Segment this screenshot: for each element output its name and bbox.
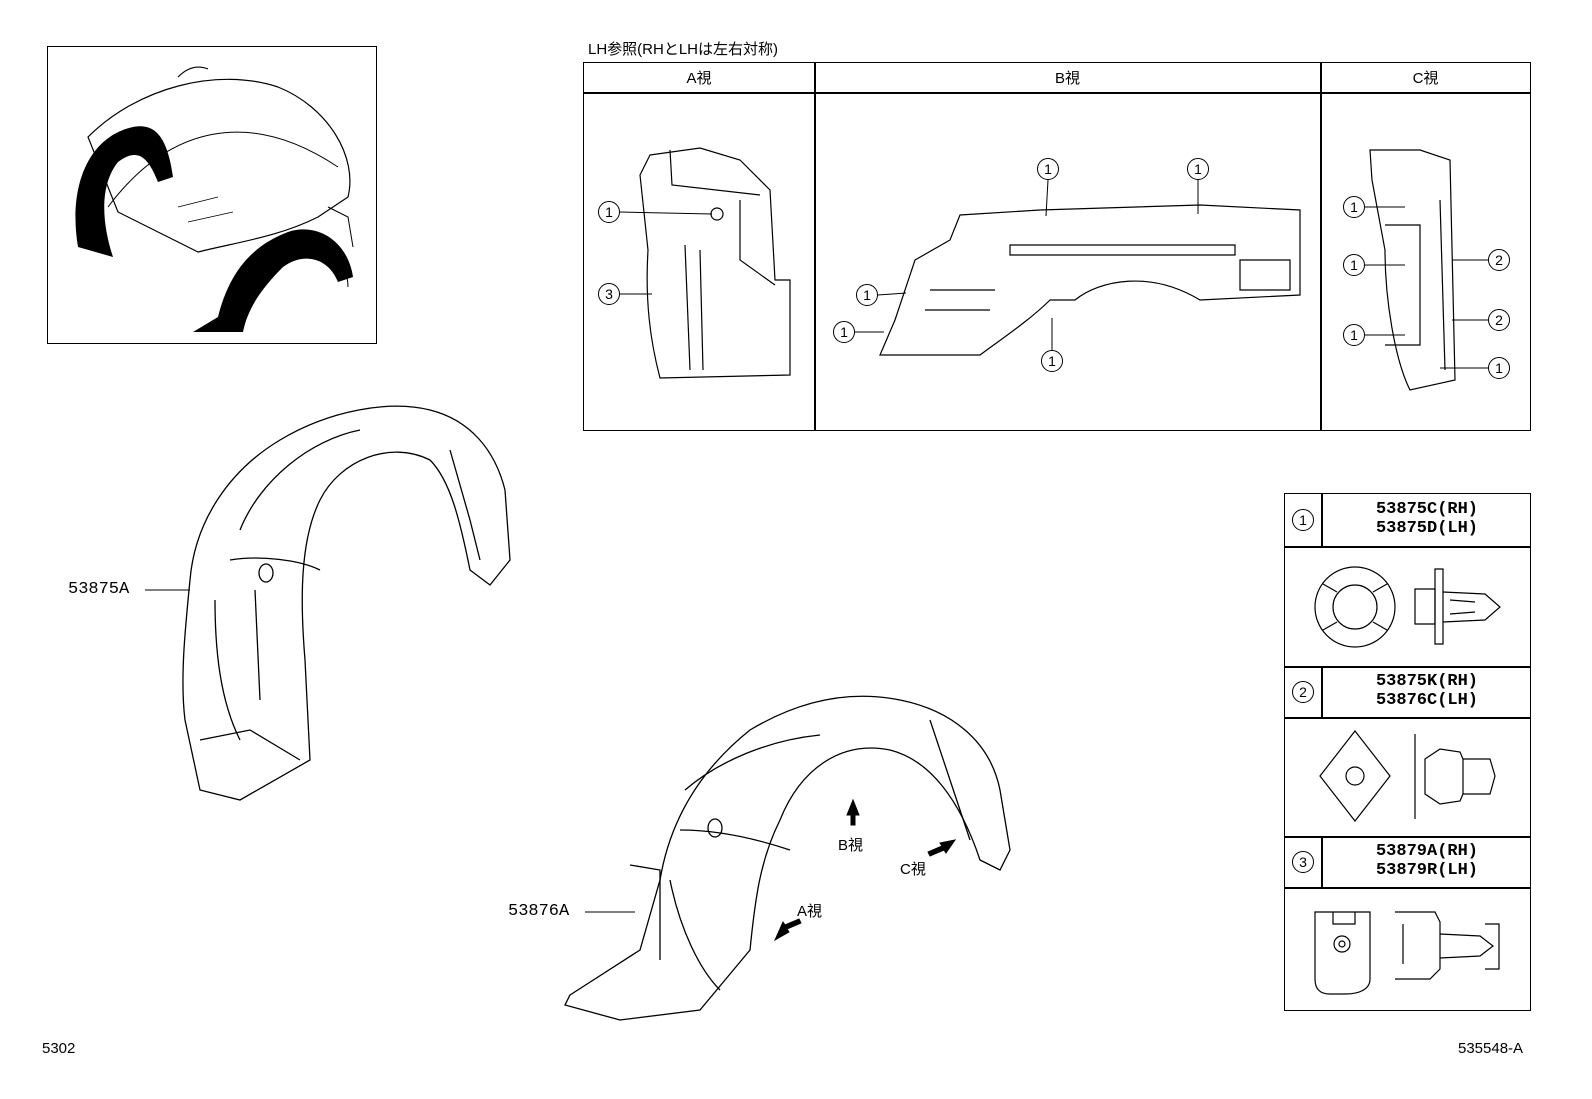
clip-1-line2: 53875D(LH): [1375, 519, 1479, 538]
arrow-label-c: C視: [900, 861, 926, 878]
liner-53875a-drawing: [182, 405, 511, 801]
part-label-53876a: 53876A: [508, 902, 570, 921]
callout-c-1b: 1: [1343, 254, 1365, 276]
clip-table: 1 53875C(RH) 53875D(LH) 2 53875K(RH) 538…: [1284, 493, 1531, 1011]
callout-b-1b: 1: [1187, 158, 1209, 180]
arrow-label-b: B視: [838, 837, 864, 854]
liner-53876a-drawing: [564, 695, 1011, 1021]
footer-left-code: 5302: [42, 1040, 76, 1057]
vehicle-sketch: [75, 66, 354, 332]
lh-reference-note: LH参照(RHとLHは左右対称): [588, 41, 779, 58]
callout-c-1a: 1: [1343, 196, 1365, 218]
clip-1-line1: 53875C(RH): [1375, 500, 1479, 519]
clip-illustrations: [1314, 566, 1501, 995]
callout-a-1: 1: [598, 201, 620, 223]
clip-2-index: 2: [1292, 681, 1314, 703]
view-table: A視 B視 C視: [583, 62, 1531, 431]
callout-b-1d: 1: [833, 321, 855, 343]
arrow-b: [846, 798, 860, 826]
footer-right-code: 535548-A: [1458, 1040, 1524, 1057]
callout-b-1c: 1: [856, 284, 878, 306]
clip-3-index: 3: [1292, 851, 1314, 873]
part-label-53875a: 53875A: [68, 580, 130, 599]
callout-b-1e: 1: [1041, 350, 1063, 372]
clip-2-line1: 53875K(RH): [1375, 672, 1479, 691]
clip-3-drawing: [1314, 911, 1500, 995]
view-a-header: A視: [686, 70, 712, 87]
clip-2-line2: 53876C(LH): [1375, 691, 1479, 710]
clip-1-index: 1: [1292, 509, 1314, 531]
view-c-header: C視: [1412, 70, 1439, 87]
callout-c-1d: 1: [1488, 357, 1510, 379]
vehicle-thumbnail: [47, 46, 377, 344]
callout-a-3: 3: [598, 283, 620, 305]
arrow-label-a: A視: [797, 903, 823, 920]
callout-c-2b: 2: [1488, 309, 1510, 331]
clip-3-line1: 53879A(RH): [1375, 842, 1479, 861]
clip-3-line2: 53879R(LH): [1375, 861, 1479, 880]
callout-b-1a: 1: [1037, 158, 1059, 180]
callout-c-1c: 1: [1343, 324, 1365, 346]
clip-1-drawing: [1314, 566, 1501, 648]
arrow-c: [927, 839, 957, 857]
callout-c-2a: 2: [1488, 249, 1510, 271]
arrow-a: [773, 918, 802, 942]
clip-2-drawing: [1319, 730, 1496, 822]
view-b-header: B視: [1054, 70, 1080, 87]
